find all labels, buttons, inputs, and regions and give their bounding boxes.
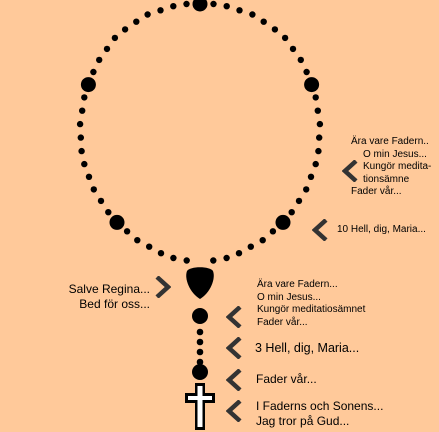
large-bead: [275, 214, 291, 230]
small-bead: [121, 26, 129, 33]
label-loop-right-upper: Ära vare Fadern.. O min Jesus... Kungör …: [351, 136, 431, 199]
small-bead: [78, 147, 85, 155]
centerpiece-medal-icon: [186, 267, 214, 299]
label-line: Bed för oss...: [79, 297, 150, 311]
small-bead: [223, 254, 230, 262]
small-bead: [111, 34, 119, 42]
small-bead: [81, 160, 88, 168]
small-bead: [307, 173, 315, 180]
label-line: Ära vare Fadern..: [351, 136, 429, 147]
large-bead: [304, 77, 320, 93]
chevron-left-icon: [312, 219, 328, 241]
small-bead: [235, 250, 243, 257]
small-bead: [77, 134, 85, 141]
small-bead: [210, 0, 217, 8]
small-bead: [210, 257, 217, 264]
small-bead: [96, 56, 103, 64]
label-line: I Faderns och Sonens...: [256, 399, 384, 413]
label-line: Kungör meditatiosämnet: [257, 304, 366, 315]
label-line: 10 Hell, dig, Maria...: [337, 224, 426, 235]
chevron-left-icon: [226, 306, 242, 328]
label-line: O min Jesus...: [363, 148, 427, 160]
small-bead: [196, 358, 204, 366]
small-bead: [90, 68, 97, 76]
small-bead: [288, 209, 295, 216]
small-bead: [223, 2, 230, 10]
small-bead: [295, 197, 303, 205]
small-bead: [312, 160, 319, 168]
chevron-left-icon: [226, 337, 242, 359]
small-bead: [249, 11, 256, 18]
small-bead: [146, 243, 153, 250]
small-bead: [157, 7, 164, 14]
small-bead: [196, 348, 204, 356]
small-bead: [314, 107, 321, 114]
chevron-left-icon: [226, 400, 242, 422]
label-line: Jag tror på Gud...: [256, 414, 350, 428]
small-bead: [289, 45, 297, 53]
small-bead: [134, 237, 141, 244]
large-bead: [109, 214, 125, 230]
label-stem-cross: I Faderns och Sonens... Jag tror på Gud.…: [256, 399, 383, 429]
rosary-stem: [192, 308, 208, 387]
small-bead: [103, 45, 111, 53]
label-line: Kungör medita-: [363, 161, 432, 172]
small-bead: [81, 94, 88, 101]
large-bead: [192, 364, 208, 380]
label-line: Ära vare Fadern...: [257, 279, 338, 290]
small-bead: [170, 2, 177, 10]
small-bead: [144, 11, 151, 18]
label-stem-father: Fader vår...: [256, 372, 317, 387]
label-stem-three: 3 Hell, dig, Maria...: [255, 340, 359, 356]
rosary-loop: [76, 0, 324, 264]
chevron-left-icon: [226, 369, 242, 391]
label-left-center: Salve Regina... Bed för oss...: [69, 282, 150, 312]
large-bead: [192, 0, 208, 12]
chevron-left-icon: [342, 160, 358, 182]
small-bead: [316, 134, 323, 141]
large-bead: [192, 308, 208, 324]
small-bead: [79, 107, 86, 114]
small-bead: [303, 186, 310, 193]
label-line: Fader vår...: [256, 372, 317, 386]
small-bead: [123, 228, 131, 235]
small-bead: [269, 228, 277, 235]
small-bead: [196, 328, 204, 336]
small-bead: [236, 7, 243, 14]
label-line: Salve Regina...: [68, 282, 150, 296]
cross-icon: [185, 383, 215, 430]
small-bead: [90, 186, 98, 193]
small-bead: [183, 257, 190, 264]
small-bead: [76, 120, 84, 128]
small-bead: [260, 18, 267, 25]
label-line: tionsämne: [363, 173, 410, 185]
small-bead: [97, 197, 105, 205]
small-bead: [157, 250, 165, 257]
small-bead: [315, 147, 322, 155]
small-bead: [133, 18, 140, 25]
small-bead: [105, 209, 112, 216]
small-bead: [281, 34, 289, 42]
small-bead: [316, 120, 324, 128]
small-bead: [85, 173, 93, 180]
large-bead: [80, 77, 96, 93]
label-line: Fader vår...: [351, 186, 402, 197]
small-bead: [170, 254, 177, 262]
small-bead: [271, 26, 279, 33]
small-bead: [247, 243, 254, 250]
label-line: Fader vår...: [257, 316, 308, 328]
small-bead: [312, 94, 319, 101]
label-stem-decade: Ära vare Fadern... O min Jesus... Kungör…: [257, 279, 365, 329]
small-bead: [196, 338, 204, 346]
chevron-left-icon: [155, 276, 171, 298]
small-bead: [297, 56, 304, 64]
label-loop-right-lower: 10 Hell, dig, Maria...: [337, 224, 426, 237]
small-bead: [259, 237, 266, 244]
small-bead: [183, 0, 190, 8]
small-bead: [303, 68, 310, 76]
label-line: O min Jesus...: [257, 291, 321, 303]
label-line: 3 Hell, dig, Maria...: [255, 341, 360, 355]
